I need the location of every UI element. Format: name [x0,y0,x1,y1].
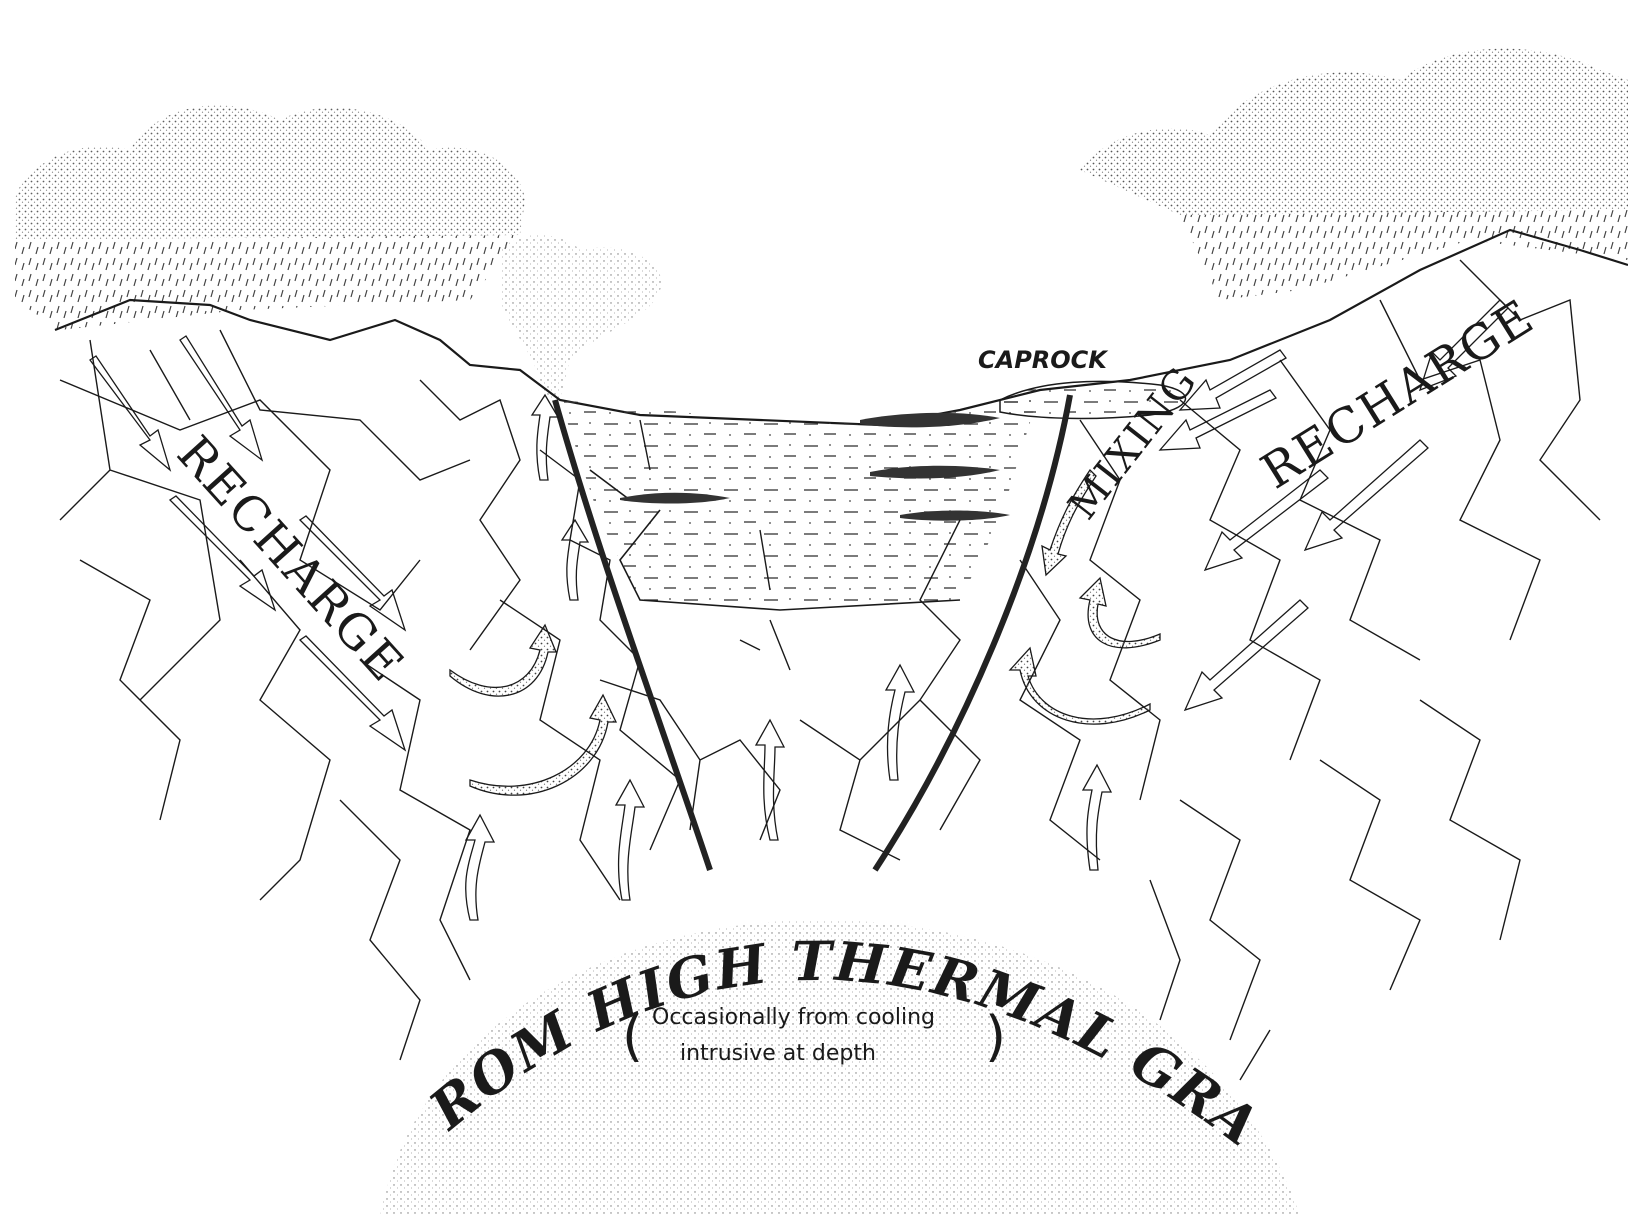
svg-text:intrusive at depth: intrusive at depth [680,1041,876,1066]
svg-text:RECHARGE: RECHARGE [166,426,415,694]
svg-text:): ) [985,1005,1006,1068]
left-cloud [15,105,525,240]
caprock-label: CAPROCK [978,346,1109,374]
recharge-left-label: RECHARGE [166,426,415,694]
svg-text:(: ( [622,1005,643,1068]
svg-text:CAPROCK: CAPROCK [978,346,1109,374]
center-steam-plume [500,235,661,400]
right-cloud [1080,49,1628,215]
svg-text:RECHARGE: RECHARGE [1252,288,1545,500]
right-rain [1180,210,1628,300]
svg-text:Occasionally from cooling: Occasionally from cooling [652,1005,935,1030]
recharge-right-label: RECHARGE [1252,288,1545,500]
